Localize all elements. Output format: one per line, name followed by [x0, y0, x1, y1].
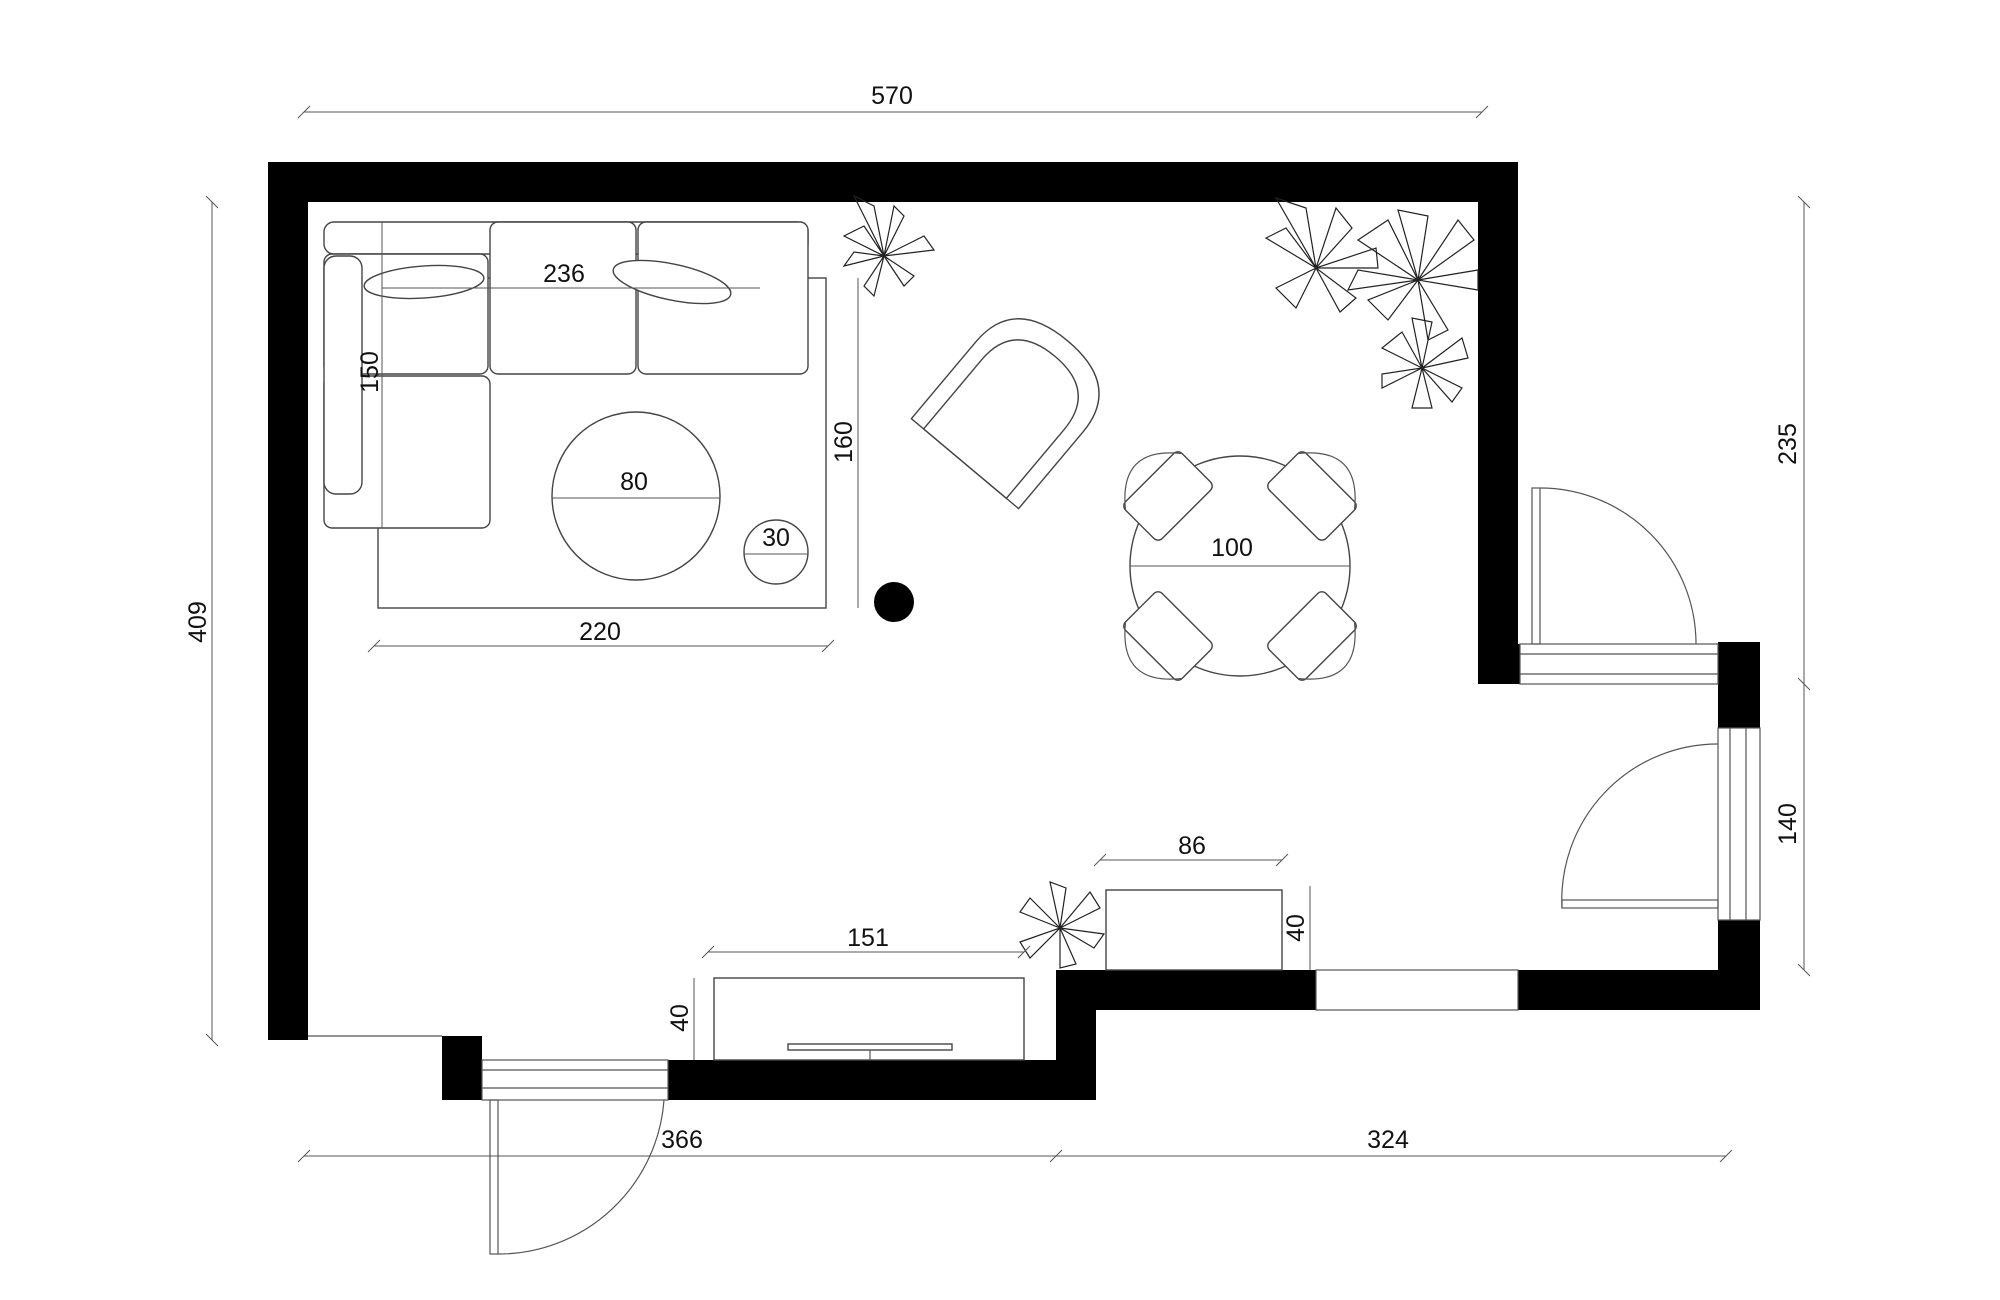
dining-set: [1123, 451, 1357, 681]
doors: [489, 487, 1719, 1255]
wall-right-upper: [1478, 162, 1518, 684]
armchair: [910, 318, 1100, 510]
plant-top-right-3: [1380, 317, 1469, 409]
dim-bottom-right: 324: [1367, 1126, 1409, 1154]
floor-lamp: [874, 582, 914, 622]
window-right-lower-frame: [1717, 727, 1761, 921]
dim-right-lower: 140: [1774, 803, 1802, 845]
door-bottom: [489, 1099, 665, 1255]
plant-top-center: [842, 194, 936, 298]
dim-bottom-left: 366: [661, 1126, 703, 1154]
wall-bottom-middle: [1056, 970, 1316, 1010]
windows: [481, 643, 1761, 1101]
dim-tv-unit-width: 151: [847, 924, 889, 952]
door-right-upper: [1531, 487, 1697, 645]
walls: [268, 162, 1760, 1100]
dim-left-height: 409: [184, 601, 212, 643]
dim-side-table: 30: [762, 524, 790, 552]
window-bottom: [1315, 969, 1519, 1011]
dim-sofa-depth: 150: [356, 351, 384, 393]
window-bottom-left-frame: [481, 1059, 669, 1101]
wall-bottom-lower: [668, 1060, 1096, 1100]
plant-top-right-2: [1346, 209, 1479, 341]
dim-cabinet-width: 86: [1178, 832, 1206, 860]
dim-dining-table: 100: [1211, 534, 1253, 562]
wall-top: [272, 162, 1518, 202]
plant-top-right-1: [1264, 196, 1379, 313]
wall-left: [268, 162, 308, 1040]
wall-bottom-right: [1518, 970, 1760, 1010]
wall-bottom-pier: [442, 1036, 482, 1100]
dim-rug-width: 220: [579, 618, 621, 646]
window-right-upper-frame: [1519, 643, 1719, 685]
dimension-lines: [205, 105, 1811, 1163]
cabinet: [1105, 889, 1283, 971]
dim-rug-depth: 160: [830, 421, 858, 463]
wall-right-pier: [1718, 642, 1760, 728]
side-table: [743, 519, 809, 585]
sectional-sofa: [323, 221, 809, 529]
plant-bottom: [1019, 881, 1106, 969]
tv-unit: [713, 977, 1025, 1061]
wall-right-jog: [1478, 644, 1520, 684]
door-right-lower: [1561, 743, 1719, 909]
coffee-table: [551, 411, 721, 581]
dim-top-width: 570: [871, 82, 913, 110]
dim-tv-unit-depth: 40: [666, 1004, 694, 1032]
dimension-labels: 570 409 235 140 366 324 236 150 220 160 …: [184, 82, 1802, 1154]
dim-right-upper: 235: [1774, 423, 1802, 465]
dim-coffee-table: 80: [620, 468, 648, 496]
dim-sofa-length: 236: [543, 260, 585, 288]
dim-cabinet-depth: 40: [1282, 914, 1310, 942]
